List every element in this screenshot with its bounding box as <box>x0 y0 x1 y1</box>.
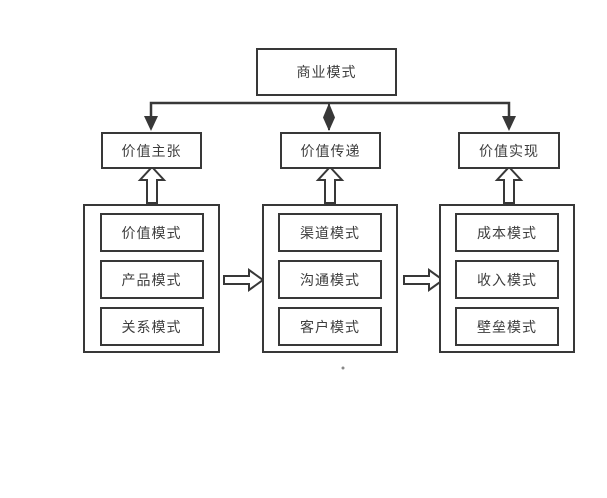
branch-node-label: 价值实现 <box>479 143 539 160</box>
node-label: 客户模式 <box>300 319 360 336</box>
node-label: 成本模式 <box>477 225 537 242</box>
node-label: 收入模式 <box>477 272 537 289</box>
hollow-arrow-up-left-icon <box>137 165 167 204</box>
node-revenue-model: 收入模式 <box>455 260 559 299</box>
node-cost-model: 成本模式 <box>455 213 559 252</box>
node-relation-model: 关系模式 <box>99 307 204 346</box>
group-container-value-proposition: 价值模式 产品模式 关系模式 <box>83 204 220 353</box>
tree-connector-line <box>149 101 511 120</box>
node-label: 价值模式 <box>121 225 182 242</box>
branch-node-value-proposition: 价值主张 <box>101 132 202 169</box>
node-communication-model: 沟通模式 <box>278 260 382 299</box>
hollow-arrow-right-1-icon <box>223 268 265 292</box>
node-label: 沟通模式 <box>300 272 360 289</box>
hollow-arrow-up-middle-icon <box>315 165 345 204</box>
root-node-business-model: 商业模式 <box>256 48 397 96</box>
node-label: 产品模式 <box>121 272 182 289</box>
group-container-value-realization: 成本模式 收入模式 壁垒模式 <box>439 204 575 353</box>
node-customer-model: 客户模式 <box>278 307 382 346</box>
group-container-value-delivery: 渠道模式 沟通模式 客户模式 <box>262 204 398 353</box>
branch-node-label: 价值主张 <box>121 143 182 160</box>
node-label: 渠道模式 <box>300 225 360 242</box>
root-node-label: 商业模式 <box>296 65 357 81</box>
branch-node-label: 价值传递 <box>300 143 361 160</box>
node-value-model: 价值模式 <box>99 213 204 252</box>
node-channel-model: 渠道模式 <box>278 213 382 252</box>
hollow-arrow-right-2-icon <box>403 268 445 292</box>
node-label: 壁垒模式 <box>477 319 537 336</box>
hollow-arrow-up-right-icon <box>494 165 524 204</box>
arrow-down-right-icon <box>502 116 516 131</box>
branch-node-value-delivery: 价值传递 <box>280 132 381 169</box>
node-barrier-model: 壁垒模式 <box>455 307 559 346</box>
branch-node-value-realization: 价值实现 <box>458 132 560 169</box>
node-product-model: 产品模式 <box>99 260 204 299</box>
arrow-down-left-icon <box>144 116 158 131</box>
node-label: 关系模式 <box>121 319 182 336</box>
stray-dot <box>341 366 345 370</box>
